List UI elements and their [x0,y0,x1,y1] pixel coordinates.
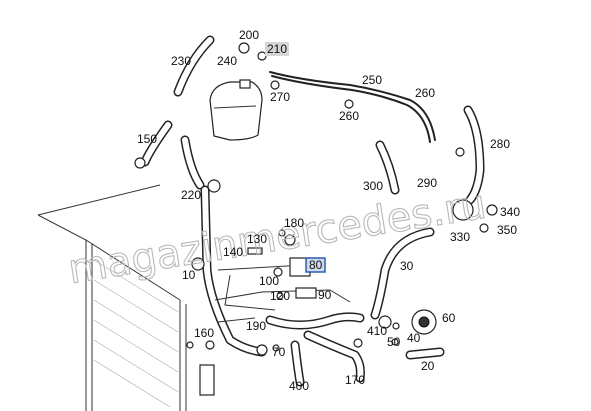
part-label-160[interactable]: 160 [194,326,214,340]
part-label-330[interactable]: 330 [450,230,470,244]
part-label-40[interactable]: 40 [407,331,421,345]
part-label-290[interactable]: 290 [417,176,437,190]
part-label-210[interactable]: 210 [267,42,287,56]
part-label-90[interactable]: 90 [318,288,332,302]
part-labels: 200 210 230 240 250 260 260 270 280 150 … [137,28,520,393]
hoses [140,35,485,387]
part-label-180[interactable]: 180 [284,216,304,230]
drain-plug-icon [199,364,215,396]
part-label-130[interactable]: 130 [247,232,267,246]
part-label-340[interactable]: 340 [500,205,520,219]
part-label-140[interactable]: 140 [223,245,243,259]
radiator [37,184,215,411]
part-label-250[interactable]: 250 [362,73,382,87]
small-parts [134,42,498,356]
part-label-60[interactable]: 60 [442,311,456,325]
label-210-shade [265,42,289,56]
part-label-50[interactable]: 50 [387,335,401,349]
part-label-150[interactable]: 150 [137,132,157,146]
part-label-200[interactable]: 200 [239,28,259,42]
part-label-260-b[interactable]: 260 [339,109,359,123]
part-label-70[interactable]: 70 [272,345,286,359]
part-label-270[interactable]: 270 [270,90,290,104]
part-label-20[interactable]: 20 [421,359,435,373]
part-label-260-a[interactable]: 260 [415,86,435,100]
part-label-410[interactable]: 410 [367,324,387,338]
part-label-280[interactable]: 280 [490,137,510,151]
part-label-240[interactable]: 240 [217,54,237,68]
part-label-190[interactable]: 190 [246,319,266,333]
part-label-120[interactable]: 120 [270,289,290,303]
part-label-230[interactable]: 230 [171,54,191,68]
part-label-400[interactable]: 400 [289,379,309,393]
part-label-350[interactable]: 350 [497,223,517,237]
part-label-30[interactable]: 30 [400,259,414,273]
part-label-220[interactable]: 220 [181,188,201,202]
label-80-highlight [305,257,326,273]
part-label-170[interactable]: 170 [345,373,365,387]
part-label-300[interactable]: 300 [363,179,383,193]
part-label-80[interactable]: 80 [309,258,323,272]
part-label-100[interactable]: 100 [259,274,279,288]
part-label-10[interactable]: 10 [182,268,196,282]
expansion-tank [209,79,263,141]
